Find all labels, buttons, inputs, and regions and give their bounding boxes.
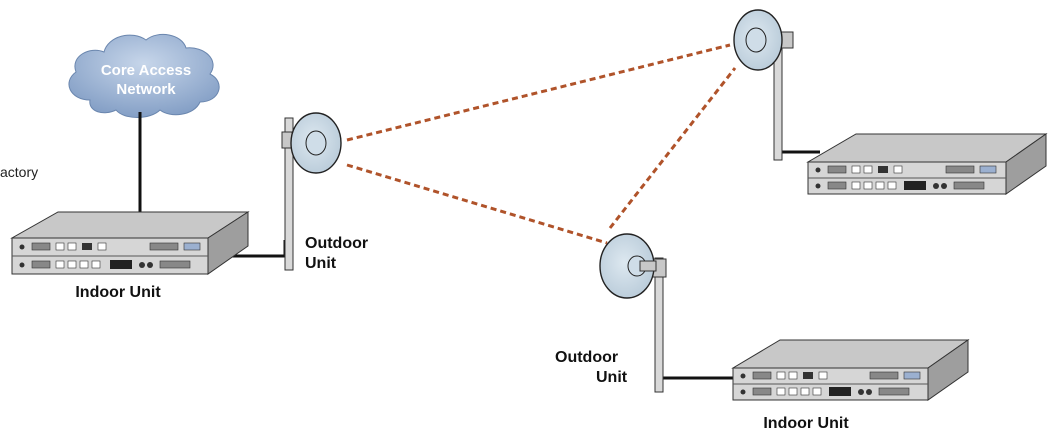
chassis-top bbox=[731, 339, 970, 369]
pole bbox=[284, 117, 294, 271]
outdoor-unit-top-right bbox=[733, 9, 794, 161]
indoor-unit-left: Indoor Unit bbox=[10, 211, 250, 301]
cloud-label-line2: Network bbox=[116, 81, 176, 98]
indoor-unit-bottom-label: Indoor Unit bbox=[763, 415, 849, 432]
outdoor-unit-middle-label-line1: Outdoor bbox=[555, 349, 618, 366]
chassis-top bbox=[806, 133, 1048, 163]
link-left-to-top-right bbox=[346, 43, 731, 142]
indoor-unit-left-label: Indoor Unit bbox=[75, 284, 161, 301]
indoor-unit-bottom: Indoor Unit bbox=[731, 339, 970, 432]
chassis-top bbox=[10, 211, 250, 239]
top-right-pole-to-indoor-cable bbox=[776, 150, 820, 155]
mount-bracket bbox=[780, 31, 794, 49]
core-access-network-cloud: Core Access Network bbox=[68, 33, 220, 118]
side-text: actory bbox=[0, 164, 38, 180]
cloud-label-line1: Core Access bbox=[101, 62, 191, 79]
outdoor-unit-left-label-line2: Unit bbox=[305, 255, 337, 272]
outdoor-unit-left-label-line1: Outdoor bbox=[305, 235, 368, 252]
link-left-to-middle bbox=[346, 163, 608, 245]
pole bbox=[654, 257, 664, 393]
cloud-icon bbox=[68, 33, 220, 118]
wireless-links bbox=[346, 43, 737, 245]
indoor-unit-top-right bbox=[806, 133, 1048, 195]
outdoor-unit-middle-label-line2: Unit bbox=[596, 369, 628, 386]
link-middle-to-top-right bbox=[608, 67, 737, 229]
outdoor-unit-middle: Outdoor Unit bbox=[555, 233, 667, 393]
outdoor-unit-left: Outdoor Unit bbox=[281, 112, 368, 272]
